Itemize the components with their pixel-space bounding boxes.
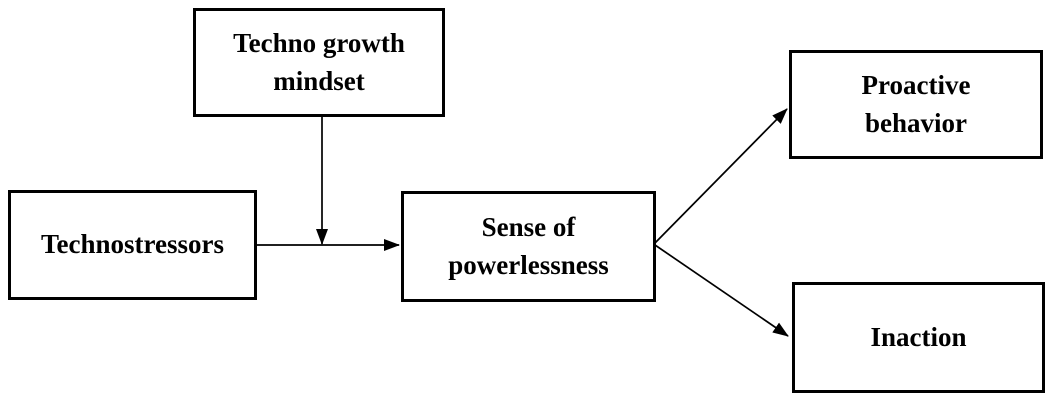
node-techno-growth-mindset: Techno growth mindset <box>193 8 445 117</box>
node-inaction: Inaction <box>792 282 1045 393</box>
arrow-sense-of-powerlessness-to-inaction <box>654 244 789 337</box>
node-sense-of-powerlessness: Sense of powerlessness <box>401 191 656 302</box>
node-proactive-behavior-label: Proactive behavior <box>861 70 971 138</box>
node-inaction-label: Inaction <box>870 321 967 352</box>
node-proactive-behavior: Proactive behavior <box>789 50 1043 159</box>
node-technostressors: Technostressors <box>8 190 257 300</box>
node-sense-of-powerlessness-label: Sense of powerlessness <box>448 212 609 280</box>
node-technostressors-label: Technostressors <box>40 229 224 260</box>
node-techno-growth-mindset-label: Techno growth mindset <box>233 28 405 96</box>
arrow-sense-of-powerlessness-to-proactive-behavior <box>654 108 788 244</box>
